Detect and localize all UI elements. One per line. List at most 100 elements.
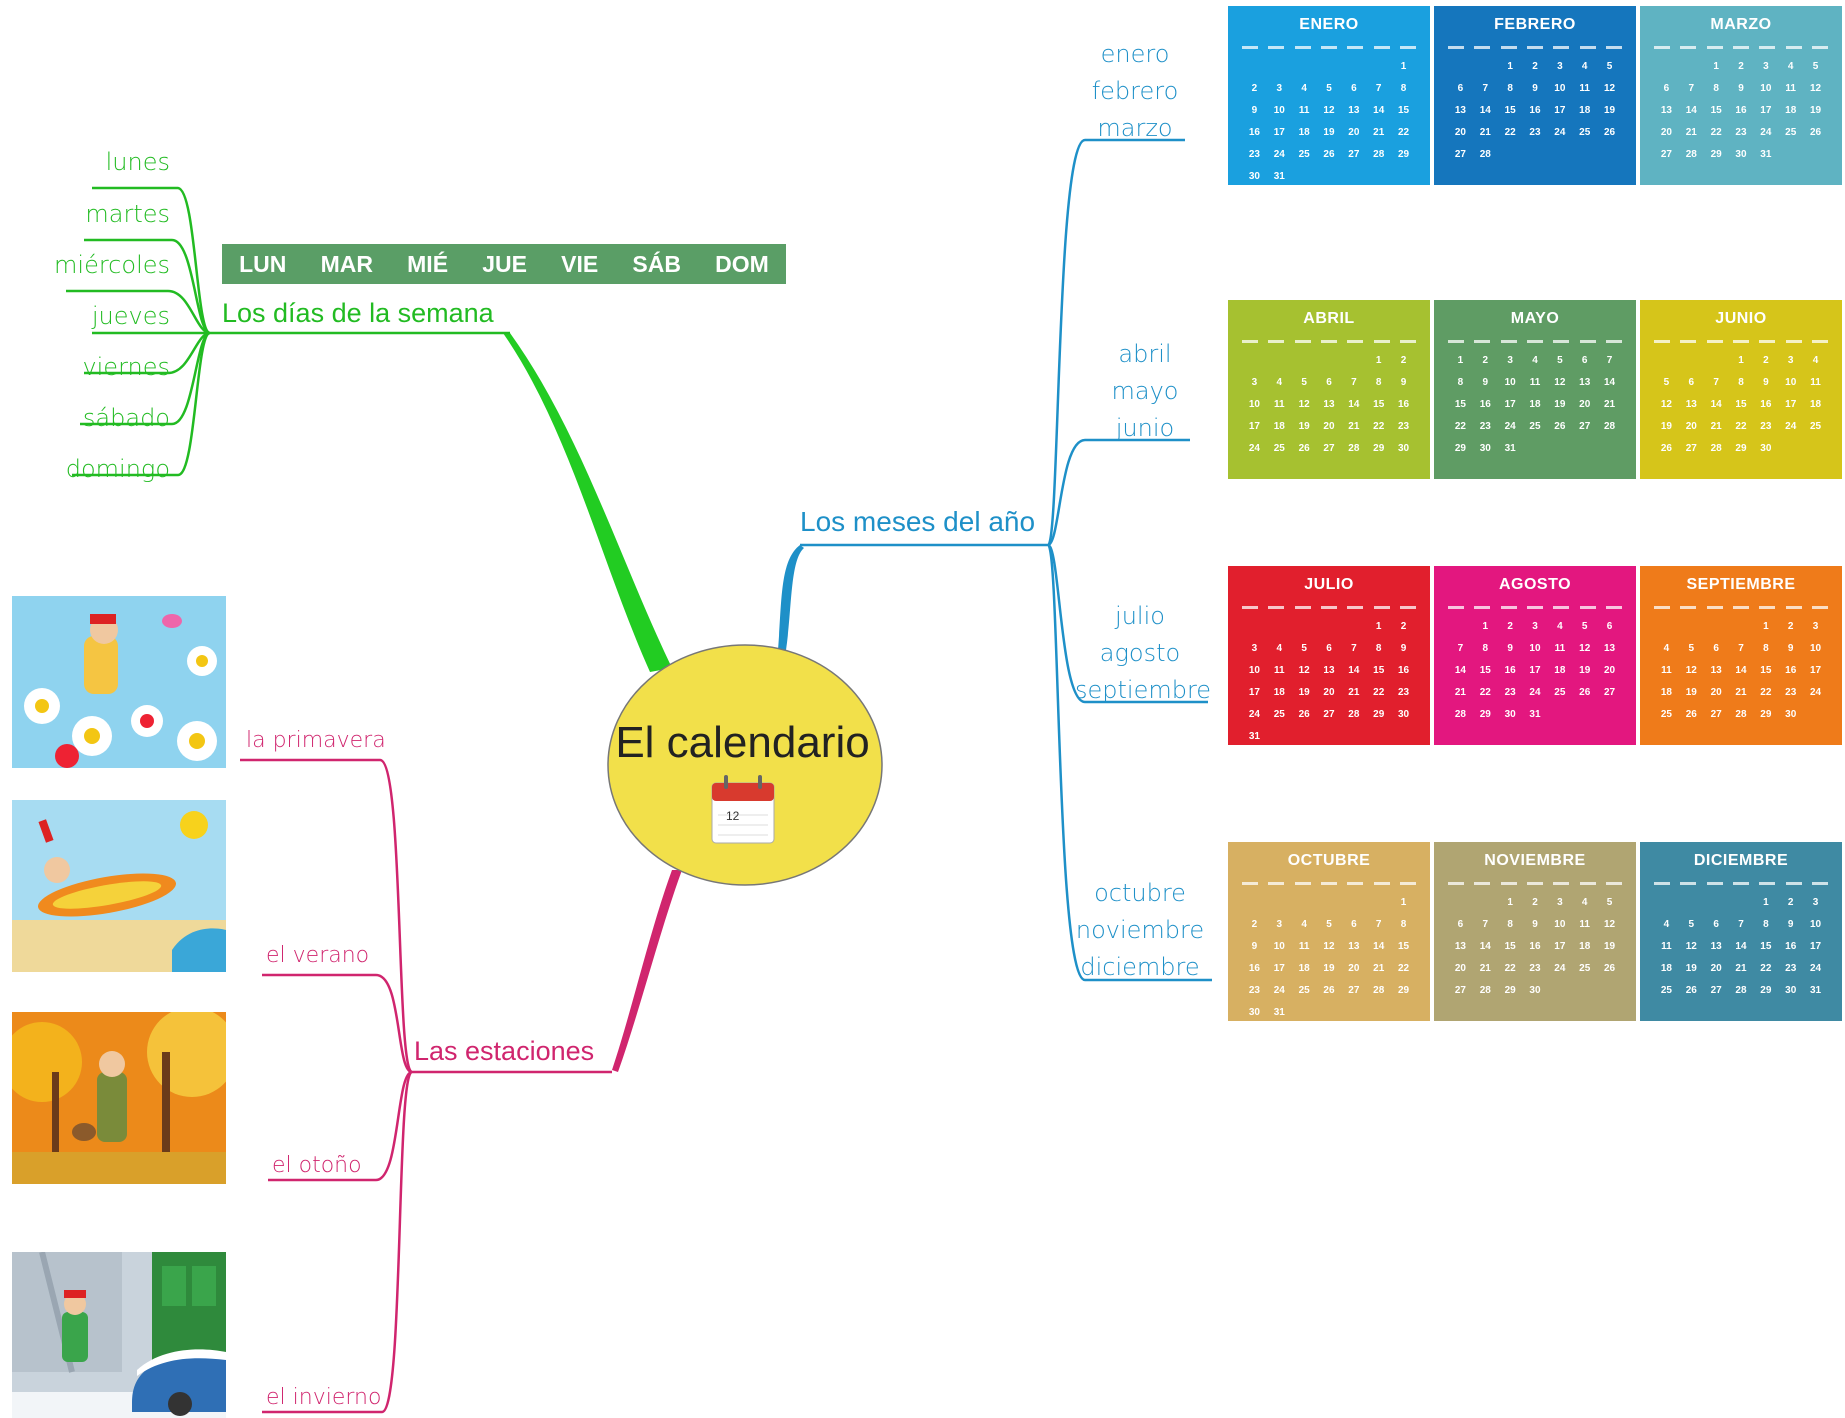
calendar-day: 7: [1738, 643, 1744, 654]
calendar-day: 24: [1554, 127, 1566, 138]
calendar-day: 17: [1810, 665, 1822, 676]
calendar-day: 29: [1373, 709, 1385, 720]
calendar-day: 25: [1785, 127, 1797, 138]
calendar-day: 16: [1760, 399, 1772, 410]
calendar-day: 3: [1763, 61, 1769, 72]
calendar-day: 6: [1457, 83, 1464, 94]
weekday-header-row: [1654, 46, 1828, 50]
calendar-day: 22: [1710, 127, 1722, 138]
calendar-day: 11: [1298, 105, 1310, 116]
weekday-header-row: [1242, 46, 1416, 50]
month-group-1: enero febrero marzo: [1080, 36, 1190, 147]
calendar-day: 27: [1579, 421, 1591, 432]
calendar-day: 17: [1273, 127, 1285, 138]
calendar-day: 13: [1710, 665, 1722, 676]
meses-branch-lines: [800, 138, 1212, 982]
day-domingo: domingo: [65, 455, 170, 483]
calendar-day: 31: [1273, 1007, 1285, 1018]
month-julio: julio: [1115, 602, 1165, 630]
calendar-day: 18: [1554, 665, 1566, 676]
calendar-day: 24: [1248, 443, 1260, 454]
calendar-day: 22: [1504, 963, 1516, 974]
calendar-day: 16: [1735, 105, 1747, 116]
calendar-day: 12: [1810, 83, 1822, 94]
spring-scene: [12, 596, 226, 768]
calendar-month-name: JUNIO: [1715, 310, 1767, 327]
calendar-day: 21: [1348, 421, 1360, 432]
calendar-day: 6: [1713, 919, 1719, 930]
calendar-day: 8: [1400, 83, 1407, 94]
calendar-day: 2: [1738, 61, 1744, 72]
calendar-month-name: SEPTIEMBRE: [1686, 576, 1796, 593]
month-group-4: octubre noviembre diciembre: [1075, 875, 1205, 986]
calendar-day: 7: [1713, 377, 1719, 388]
calendar-day: 25: [1660, 985, 1672, 996]
calendar-day: 5: [1606, 61, 1613, 72]
calendar-day: 22: [1760, 687, 1772, 698]
calendar-day: 3: [1276, 919, 1283, 930]
calendar-month-name: DICIEMBRE: [1693, 852, 1789, 869]
calendar-day: 22: [1373, 421, 1385, 432]
calendar-day: 29: [1373, 443, 1385, 454]
calendar-day: 7: [1482, 919, 1489, 930]
calendar-day: 26: [1685, 709, 1697, 720]
calendar-day: 10: [1810, 919, 1822, 930]
calendar-day: 16: [1398, 665, 1410, 676]
calendar-day: 26: [1323, 985, 1335, 996]
month-septiembre: septiembre: [1075, 676, 1212, 704]
calendar-day: 30: [1248, 1007, 1260, 1018]
calendar-day: 21: [1685, 127, 1697, 138]
calendar-day: 9: [1400, 377, 1407, 388]
calendar-day: 5: [1663, 377, 1670, 388]
calendar-day: 31: [1760, 149, 1772, 160]
calendar-day: 12: [1323, 941, 1335, 952]
day-miercoles: miércoles: [54, 251, 170, 279]
calendar-day: 20: [1454, 127, 1466, 138]
calendar-day: 27: [1710, 709, 1722, 720]
month-octubre: octubre: [1094, 879, 1186, 907]
calendar-day: 26: [1579, 687, 1591, 698]
weekday-header-row: [1242, 340, 1416, 344]
calendar-day: 15: [1504, 105, 1516, 116]
weekday-abbreviation-bar: LUN MAR MIÉ JUE VIE SÁB DOM: [222, 244, 786, 284]
calendar-day: 14: [1348, 665, 1360, 676]
abbr-vie: VIE: [561, 250, 599, 277]
calendar-day: 9: [1787, 919, 1794, 930]
calendar-day: 14: [1685, 105, 1697, 116]
calendar-day: 4: [1276, 377, 1283, 388]
calendar-day: 24: [1810, 687, 1822, 698]
calendar-day: 4: [1581, 61, 1588, 72]
calendar-day: 3: [1532, 621, 1538, 632]
calendar-day: 6: [1581, 355, 1588, 366]
abbr-jue: JUE: [482, 250, 527, 277]
calendar-day: 15: [1398, 941, 1410, 952]
calendar-day: 31: [1810, 985, 1822, 996]
calendar-day: 11: [1661, 665, 1672, 676]
calendar-day: 21: [1479, 963, 1491, 974]
calendar-day: 14: [1479, 105, 1491, 116]
calendar-day: 13: [1454, 941, 1466, 952]
calendar-day: 27: [1323, 709, 1335, 720]
calendar-day: 18: [1529, 399, 1541, 410]
calendar-day: 31: [1248, 731, 1260, 742]
calendar-day: 15: [1504, 941, 1516, 952]
calendar-day: 5: [1606, 897, 1613, 908]
calendar-day: 4: [1812, 355, 1819, 366]
calendar-month-name: JULIO: [1304, 576, 1354, 593]
calendar-day: 19: [1604, 941, 1616, 952]
calendar-day: 21: [1479, 127, 1491, 138]
calendar-day: 15: [1710, 105, 1722, 116]
calendar-day: 30: [1785, 709, 1797, 720]
calendar-day: 30: [1760, 443, 1772, 454]
calendar-day: 26: [1685, 985, 1697, 996]
weekday-header-row: [1242, 606, 1416, 610]
calendar-day: 2: [1251, 83, 1258, 94]
calendar-day: 29: [1454, 443, 1466, 454]
calendar-month-name: MAYO: [1510, 310, 1560, 327]
calendar-day: 9: [1532, 83, 1538, 94]
